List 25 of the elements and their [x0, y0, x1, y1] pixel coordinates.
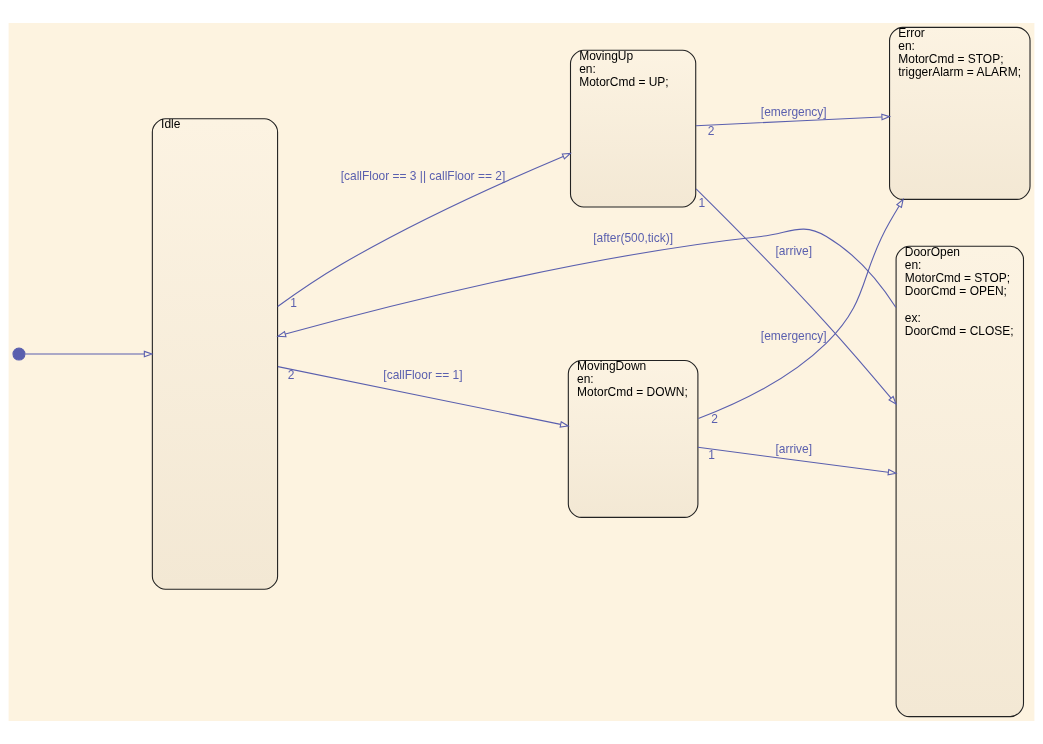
- node-box: MovingDown en: MotorCmd = DOWN;: [567, 360, 699, 518]
- edge-label: [callFloor == 3 || callFloor == 2]: [340, 168, 506, 183]
- label: 1: [290, 295, 298, 310]
- label: 2: [711, 411, 718, 426]
- node-box: Error en: MotorCmd = STOP; triggerAlarm = ALARM;: [889, 26, 1031, 200]
- node-box: DoorOpen en: MotorCmd = STOP; DoorCmd = OPEN; ex: DoorCmd = CLOSE;: [895, 245, 1025, 718]
- arrow: [277, 152, 572, 308]
- node-circle: [12, 347, 26, 361]
- node-box: Idle: [151, 118, 279, 590]
- edge-label: [arrive]: [775, 441, 813, 456]
- label: 1: [698, 196, 706, 211]
- edge-label: [arrive]: [775, 243, 813, 258]
- edge-label: [callFloor == 1]: [383, 367, 463, 382]
- arrow: [697, 446, 898, 476]
- label: 1: [708, 448, 716, 463]
- node-box: MovingUp en: MotorCmd = UP;: [569, 49, 697, 208]
- arrow: [24, 350, 154, 358]
- edge-label: [emergency]: [760, 328, 827, 343]
- label: 2: [287, 368, 295, 383]
- edge-label: [emergency]: [760, 105, 827, 120]
- arrow: [276, 228, 897, 338]
- arrow: [695, 113, 892, 127]
- edge-label: [after(500,tick)]: [593, 230, 674, 245]
- label: 2: [707, 123, 715, 138]
- arrow: [277, 366, 570, 428]
